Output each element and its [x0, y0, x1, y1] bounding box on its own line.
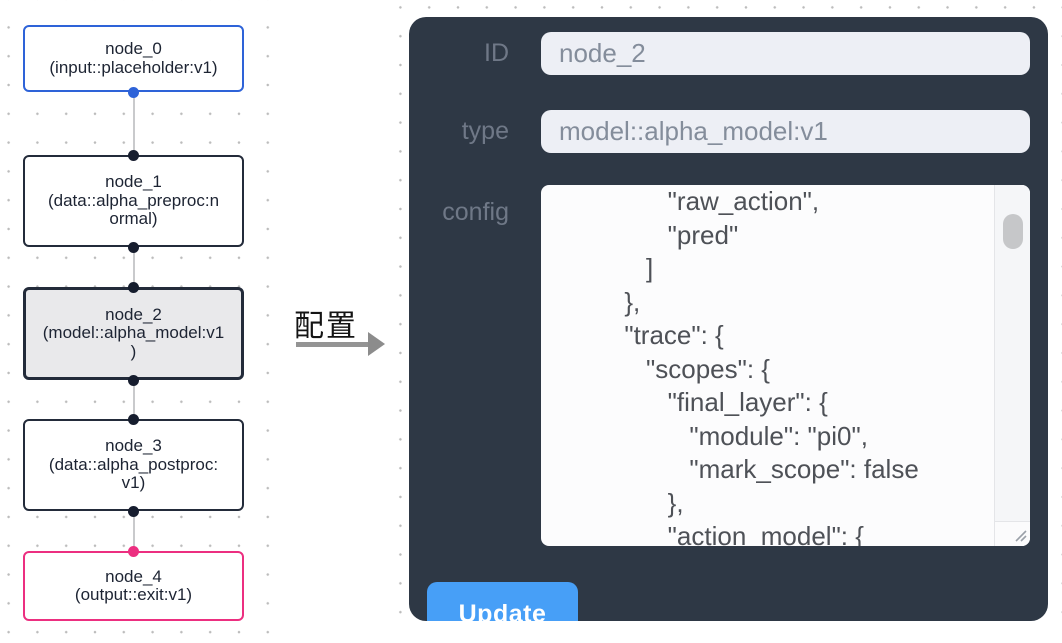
port-dot-node1-in[interactable] [128, 149, 139, 161]
node-node_2-selected[interactable]: node_2 (model::alpha_model:v1 ) [23, 287, 244, 380]
config-resize-corner[interactable] [994, 521, 1030, 546]
config-annotation-label: 配置 [294, 310, 358, 343]
node-subtitle: (data::alpha_postproc: v1) [48, 454, 219, 493]
node-node_0[interactable]: node_0 (input::placeholder:v1) [23, 25, 244, 92]
config-field-label: config [442, 198, 509, 226]
config-scrollbar-thumb[interactable] [1003, 214, 1023, 249]
node-subtitle: (output::exit:v1) [74, 585, 193, 604]
port-dot-node2-out[interactable] [128, 374, 139, 386]
edge-node1-node2 [132, 247, 135, 287]
port-dot-node1-out[interactable] [128, 241, 139, 253]
port-dot-node4-in[interactable] [128, 545, 139, 557]
resize-handle-icon [1015, 530, 1027, 542]
node-node_1[interactable]: node_1 (data::alpha_preproc:n ormal) [23, 155, 244, 247]
port-dot-node3-in[interactable] [128, 413, 139, 425]
node-subtitle: (input::placeholder:v1) [49, 57, 218, 77]
node-subtitle: (data::alpha_preproc:n ormal) [47, 190, 220, 229]
config-panel: ID type config "raw_action", "pred" ] },… [409, 17, 1048, 621]
update-button[interactable]: Update [427, 582, 578, 621]
node-node_3[interactable]: node_3 (data::alpha_postproc: v1) [23, 419, 244, 511]
id-input[interactable] [541, 32, 1030, 75]
type-field-label: type [461, 117, 509, 145]
edge-node2-node3 [132, 380, 135, 419]
node-title: node_0 [105, 39, 162, 58]
edge-node3-node4 [132, 511, 135, 551]
id-field-label: ID [484, 39, 509, 67]
config-textarea[interactable]: "raw_action", "pred" ] }, "trace": { "sc… [541, 185, 1030, 546]
right-arrow-head-icon [368, 332, 385, 356]
port-dot-node0-out[interactable] [128, 86, 139, 98]
port-dot-node2-in[interactable] [128, 281, 139, 293]
node-title: node_1 [105, 172, 162, 192]
type-input[interactable] [541, 110, 1030, 153]
node-title: node_3 [105, 436, 162, 456]
port-dot-node3-out[interactable] [128, 505, 139, 517]
config-json-text[interactable]: "raw_action", "pred" ] }, "trace": { "sc… [624, 186, 919, 546]
node-node_4[interactable]: node_4 (output::exit:v1) [23, 551, 244, 621]
right-arrow-icon [296, 342, 368, 347]
node-title: node_4 [105, 566, 162, 586]
node-subtitle: (model::alpha_model:v1 ) [42, 323, 225, 361]
node-title: node_2 [105, 304, 162, 324]
edge-node0-node1 [132, 92, 135, 155]
